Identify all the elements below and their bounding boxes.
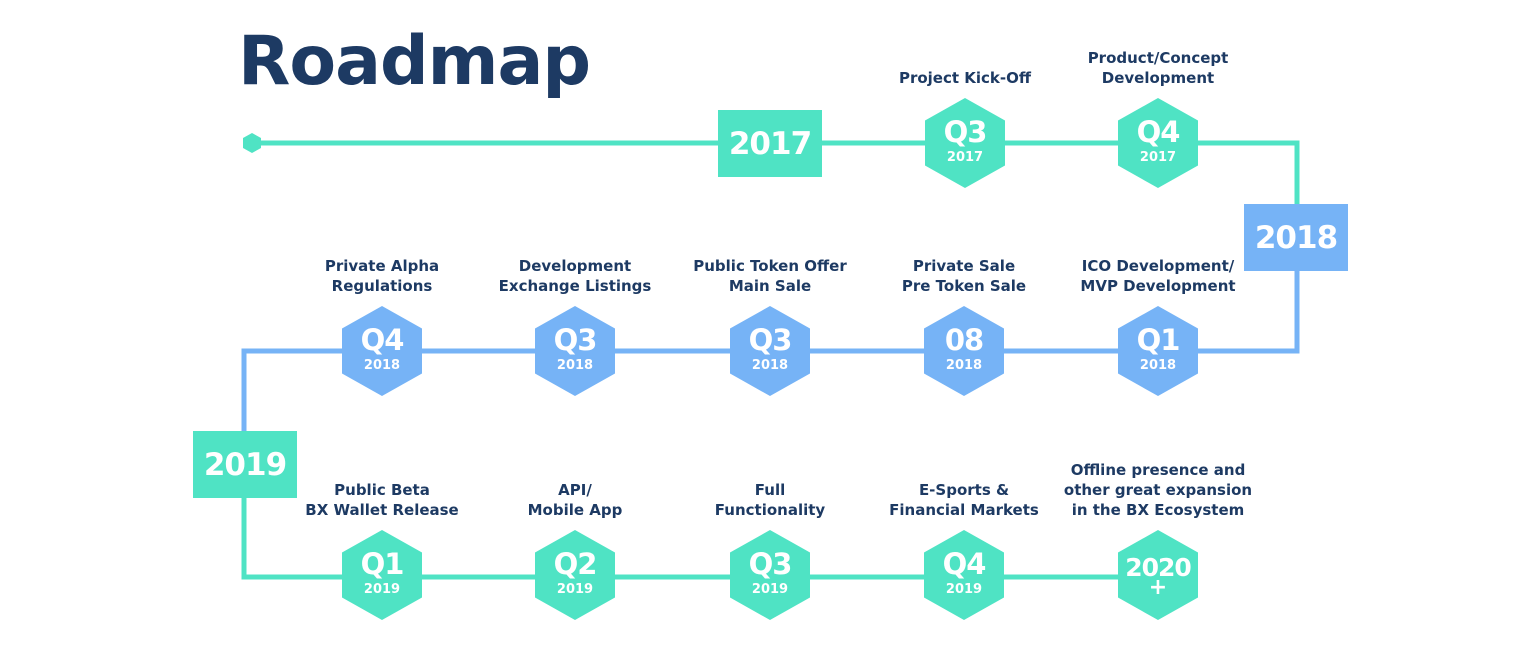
milestone-year: 2019 bbox=[363, 582, 401, 597]
milestone-label: Public Beta BX Wallet Release bbox=[262, 480, 502, 520]
milestone-year: 2018 bbox=[556, 358, 594, 373]
milestone-period: 08 bbox=[944, 323, 984, 357]
year-label: 2019 bbox=[203, 446, 287, 483]
milestone-label-line: Project Kick-Off bbox=[898, 69, 1032, 87]
milestone-period: 2020 bbox=[1125, 553, 1192, 582]
milestone-year: 2018 bbox=[363, 358, 401, 373]
milestone-year: 2019 bbox=[556, 582, 594, 597]
milestone-label: API/Mobile App bbox=[455, 480, 695, 520]
hexagon-icon bbox=[1118, 98, 1198, 188]
milestone-period: Q1 bbox=[360, 547, 405, 581]
milestone-period: Q3 bbox=[748, 547, 793, 581]
milestone-label-line: Development bbox=[518, 257, 632, 275]
milestone-label-line: Financial Markets bbox=[889, 501, 1039, 519]
milestone-label-line: Exchange Listings bbox=[498, 277, 652, 295]
milestone-period: Q3 bbox=[553, 323, 598, 357]
milestone-label: ICO Development/MVP Development bbox=[1038, 256, 1278, 296]
milestone-label-line: Development bbox=[1101, 69, 1215, 87]
year-box-2019: 2019 bbox=[193, 431, 297, 498]
milestone-label-line: Public Token Offer bbox=[693, 257, 847, 275]
milestone-label-line: MVP Development bbox=[1080, 277, 1236, 295]
milestone-year: 2017 bbox=[1139, 150, 1177, 165]
year-label: 2017 bbox=[728, 125, 812, 162]
milestone-period: Q3 bbox=[943, 115, 988, 149]
milestone-label-line: Regulations bbox=[331, 277, 433, 295]
milestone-label: Project Kick-Off bbox=[845, 68, 1085, 88]
connector-line-2017 bbox=[260, 140, 1300, 205]
milestone-label: E-Sports & Financial Markets bbox=[844, 480, 1084, 520]
milestone-label-line: Private Alpha bbox=[324, 257, 440, 275]
hexagon-icon bbox=[1118, 530, 1198, 620]
hexagon-icon bbox=[1118, 306, 1198, 396]
milestone-year: + bbox=[1148, 575, 1168, 600]
milestone-year: 2019 bbox=[751, 582, 789, 597]
hexagon-icon bbox=[342, 306, 422, 396]
milestone-year: 2019 bbox=[945, 582, 983, 597]
milestone-year: 2017 bbox=[946, 150, 984, 165]
milestone-year: 2018 bbox=[945, 358, 983, 373]
milestone-label-line: other great expansion bbox=[1063, 481, 1253, 499]
milestone-period: Q4 bbox=[1136, 115, 1181, 149]
milestone-label-line: in the BX Ecosystem bbox=[1071, 501, 1245, 519]
connector-line-2019 bbox=[241, 497, 1160, 580]
milestone-label-line: Functionality bbox=[714, 501, 826, 519]
milestone-label-line: E-Sports & bbox=[918, 481, 1010, 499]
milestone-label-line: Offline presence and bbox=[1070, 461, 1246, 479]
milestone-label-line: Main Sale bbox=[728, 277, 812, 295]
milestone-label-line: Pre Token Sale bbox=[901, 277, 1027, 295]
milestone-period: Q4 bbox=[942, 547, 987, 581]
start-node-icon bbox=[243, 133, 261, 153]
milestone-period: Q2 bbox=[553, 547, 598, 581]
milestone-label-line: BX Wallet Release bbox=[305, 501, 459, 519]
milestone-year: 2018 bbox=[751, 358, 789, 373]
milestone-label-line: Product/Concept bbox=[1087, 49, 1229, 67]
milestone-label-line: Public Beta bbox=[334, 481, 430, 499]
milestone-label-line: Private Sale bbox=[912, 257, 1016, 275]
milestone-period: Q4 bbox=[360, 323, 405, 357]
year-box-2018: 2018 bbox=[1244, 204, 1348, 271]
hexagon-icon bbox=[342, 530, 422, 620]
page-title: Roadmap bbox=[238, 22, 591, 101]
milestone-period: Q3 bbox=[748, 323, 793, 357]
year-label: 2018 bbox=[1254, 219, 1338, 256]
milestone-label-line: Mobile App bbox=[527, 501, 623, 519]
milestone-label-line: Full bbox=[754, 481, 786, 499]
milestone-row3-5: 2020+ bbox=[1118, 530, 1198, 620]
milestone-label: Offline presence and other great expansio… bbox=[1038, 460, 1278, 520]
year-box-2017: 2017 bbox=[718, 110, 822, 177]
milestone-label-line: ICO Development/ bbox=[1081, 257, 1235, 275]
milestone-label-line: API/ bbox=[558, 481, 592, 499]
milestone-year: 2018 bbox=[1139, 358, 1177, 373]
milestone-period: Q1 bbox=[1136, 323, 1181, 357]
